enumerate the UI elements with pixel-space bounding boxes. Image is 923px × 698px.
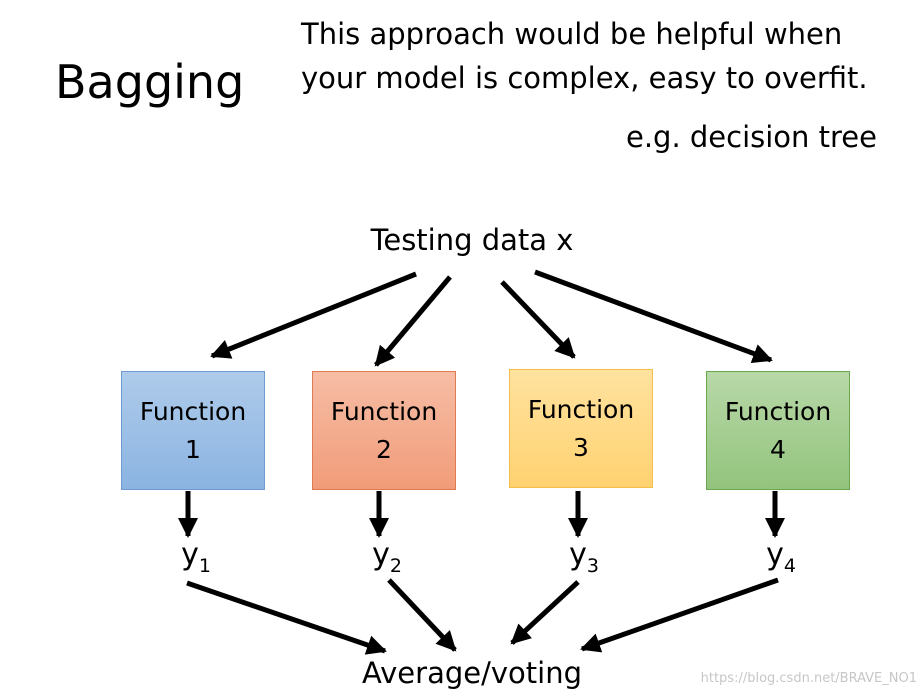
arrow-y3-to-average: [510, 580, 580, 645]
function-1-name: Function: [139, 396, 247, 426]
output-y4: y4: [751, 537, 811, 576]
output-y2-base: y: [372, 537, 390, 572]
example-text: e.g. decision tree: [625, 120, 877, 154]
description-line-2: your model is complex, easy to overfit.: [301, 61, 868, 95]
description-line-1: This approach would be helpful when: [301, 17, 843, 51]
output-y2: y2: [357, 537, 417, 576]
testing-data-label: Testing data x: [370, 223, 574, 257]
function-1-box: Function 1: [121, 371, 265, 490]
arrow-input-to-function-1: [210, 271, 417, 359]
average-voting-label: Average/voting: [362, 656, 582, 690]
arrow-input-to-function-2: [374, 275, 452, 367]
function-2-number: 2: [376, 434, 392, 464]
arrow-input-to-function-3: [500, 280, 576, 359]
slide-title: Bagging: [55, 55, 245, 109]
function-4-box: Function 4: [706, 371, 850, 490]
function-4-name: Function: [724, 396, 832, 426]
function-3-name: Function: [527, 394, 635, 424]
arrow-y4-to-average: [580, 577, 779, 653]
function-2-box: Function 2: [312, 371, 456, 490]
output-y1-subscript: 1: [198, 555, 211, 577]
function-4-number: 4: [770, 434, 786, 464]
output-y3-subscript: 3: [586, 555, 599, 577]
output-y4-subscript: 4: [783, 555, 796, 577]
watermark-text: https://blog.csdn.net/BRAVE_NO1: [700, 671, 917, 686]
description-text: This approach would be helpful when your…: [301, 12, 868, 100]
arrow-input-to-function-4: [534, 269, 773, 364]
arrow-y2-to-average: [387, 578, 457, 652]
output-y4-base: y: [766, 537, 784, 572]
arrow-y1-to-average: [186, 580, 387, 655]
function-3-box: Function 3: [509, 369, 653, 488]
output-y2-subscript: 2: [389, 555, 402, 577]
function-3-number: 3: [573, 432, 589, 462]
function-1-number: 1: [185, 434, 201, 464]
output-y1: y1: [166, 537, 226, 576]
output-y3-base: y: [569, 537, 587, 572]
output-y3: y3: [554, 537, 614, 576]
output-y1-base: y: [181, 537, 199, 572]
function-2-name: Function: [330, 396, 438, 426]
